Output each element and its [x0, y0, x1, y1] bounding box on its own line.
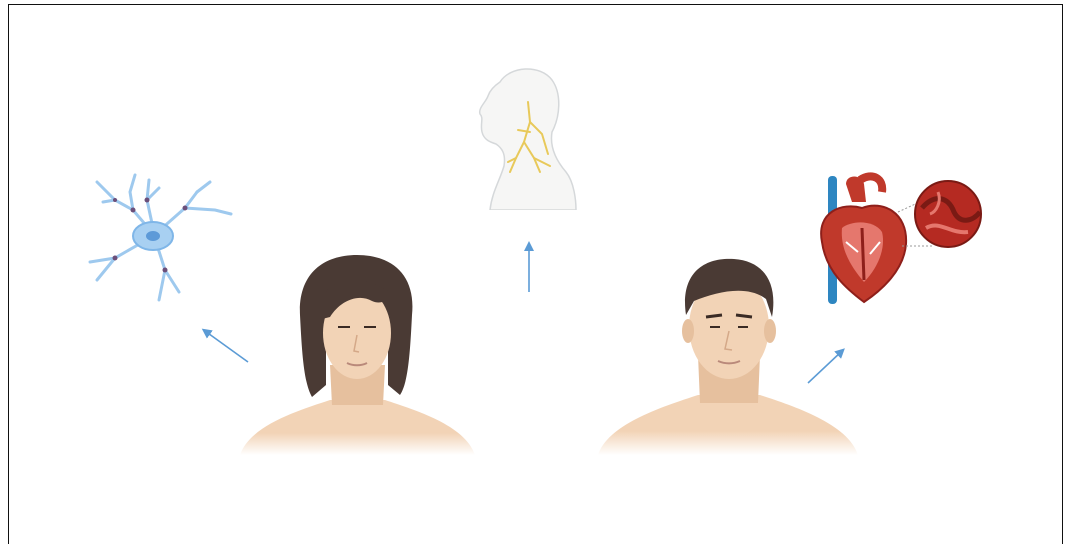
- female-head-shoulders-icon: [240, 255, 475, 465]
- neuron-icon: [75, 170, 235, 305]
- head-neck-nerves-icon: [470, 62, 580, 210]
- male-head-shoulders-icon: [598, 255, 858, 465]
